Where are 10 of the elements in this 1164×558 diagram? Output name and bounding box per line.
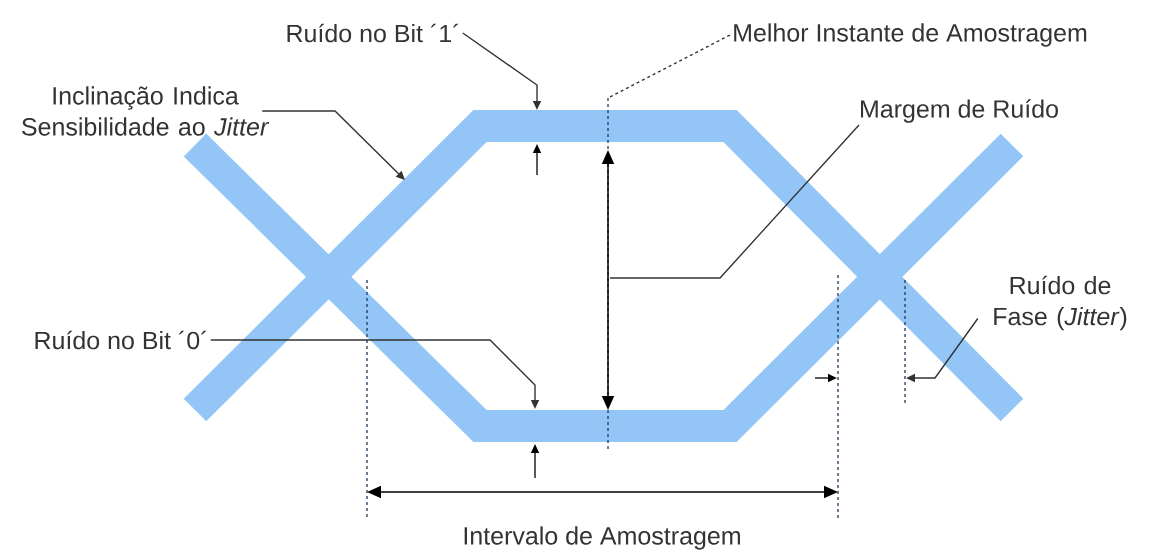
callout-text: Ruído no Bit ´0´: [35, 330, 207, 350]
dimension-label: Intervalo de Amostragem: [464, 526, 740, 550]
leader-line: [609, 124, 860, 279]
callout-text: Margem de Ruído: [861, 99, 1058, 123]
callout-text: Ruído no Bit ´1´: [287, 23, 459, 43]
callout-text: Inclinação Indica Sensibilidade ao Jitter: [22, 86, 270, 136]
callout-text: Ruído de Fase (Jitter): [994, 275, 1127, 331]
callout-text: Melhor Instante de Amostragem: [734, 23, 1087, 47]
leader-line: [607, 34, 731, 99]
leader-line: [261, 110, 405, 180]
